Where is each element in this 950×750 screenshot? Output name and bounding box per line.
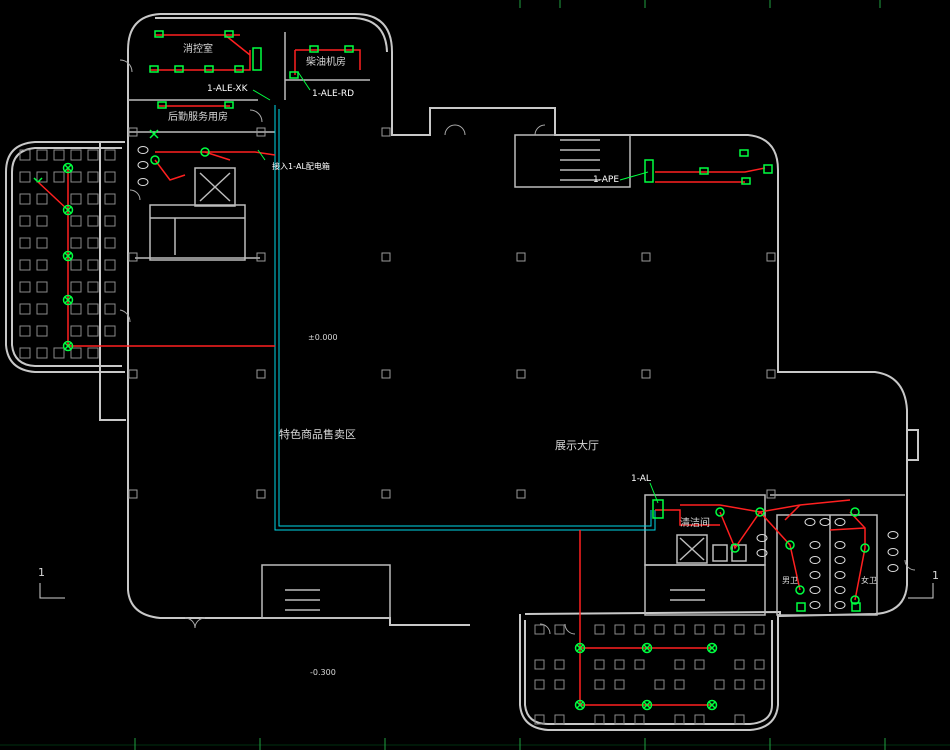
female-toilet-label: 女卫 bbox=[861, 576, 877, 585]
sales-area-label: 特色商品售卖区 bbox=[279, 428, 356, 441]
door-swings bbox=[119, 59, 916, 635]
bottom-bay-grid bbox=[534, 624, 765, 725]
section-mark-right: 1 bbox=[932, 569, 939, 582]
elevation-outdoor: -0.300 bbox=[310, 668, 336, 677]
panel-ale-rd-tag: 1-ALE-RD bbox=[312, 89, 355, 99]
panel-al-incoming-note: 接入1-AL配电箱 bbox=[272, 162, 330, 171]
panel-al-tag: 1-AL bbox=[631, 474, 651, 484]
exterior-walls bbox=[5, 13, 919, 731]
section-mark-left: 1 bbox=[38, 566, 45, 579]
lighting-circuits bbox=[37, 34, 866, 706]
panel-leaders bbox=[252, 71, 659, 504]
male-toilet-label: 男卫 bbox=[782, 576, 798, 585]
generator-room-label: 柴油机房 bbox=[306, 57, 346, 68]
light-fixtures bbox=[33, 30, 870, 711]
columns bbox=[128, 127, 776, 499]
panel-ale-xk-tag: 1-ALE-XK bbox=[207, 84, 248, 94]
panel-ape-tag: 1-APE bbox=[593, 175, 620, 185]
section-marks bbox=[39, 583, 934, 599]
logistics-room-label: 后勤服务用房 bbox=[168, 112, 228, 123]
left-bay-grid bbox=[19, 149, 116, 359]
cleaning-room-label: 清洁间 bbox=[680, 518, 710, 529]
fire-control-room-label: 消控室 bbox=[183, 44, 213, 55]
toilet-fixtures bbox=[137, 146, 899, 609]
interior-walls bbox=[128, 32, 905, 619]
elevation-main: ±0.000 bbox=[308, 333, 338, 342]
sales-area-boundary bbox=[274, 105, 656, 531]
exhibition-hall-label: 展示大厅 bbox=[555, 439, 599, 452]
